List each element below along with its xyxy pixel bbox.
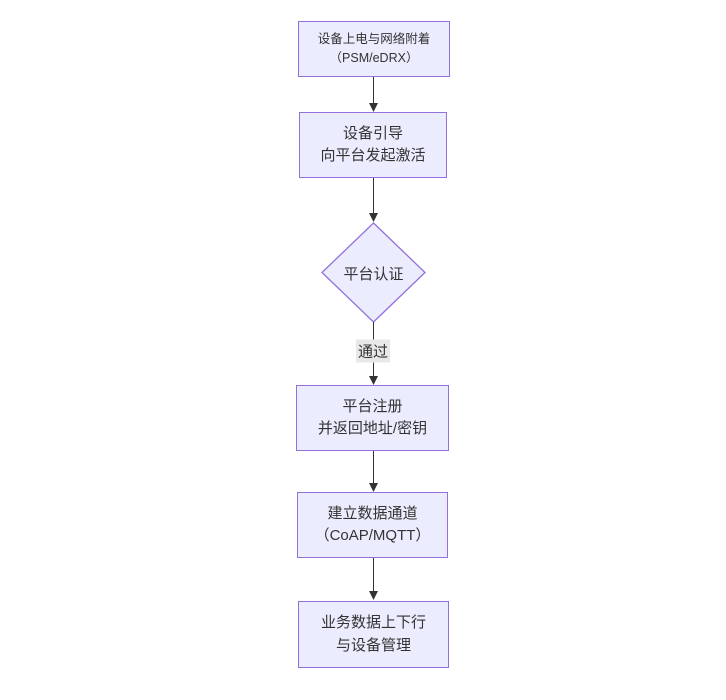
- node-power-attach: 设备上电与网络附着 （PSM/eDRX）: [298, 21, 450, 77]
- arrowhead-icon: [369, 213, 378, 222]
- node-label-line: 与设备管理: [335, 636, 411, 654]
- node-label-line: 平台注册: [342, 397, 403, 415]
- node-label-line: 业务数据上下行: [320, 614, 426, 631]
- arrowhead-icon: [369, 591, 378, 600]
- node-auth-label: 平台认证: [343, 266, 404, 283]
- node-label-line: （PSM/eDRX）: [329, 51, 419, 65]
- node-label-line: 设备引导: [342, 124, 403, 142]
- node-business-data: 业务数据上下行 与设备管理: [298, 601, 449, 668]
- node-data-channel: 建立数据通道 （CoAP/MQTT）: [297, 492, 448, 558]
- node-register: 平台注册 并返回地址/密钥: [296, 385, 449, 451]
- node-label-line: （CoAP/MQTT）: [314, 527, 431, 544]
- node-bootstrap: 设备引导 向平台发起激活: [299, 112, 447, 178]
- node-label-line: 向平台发起激活: [320, 147, 426, 164]
- arrowhead-icon: [369, 103, 378, 112]
- node-label-line: 并返回地址/密钥: [317, 420, 428, 437]
- node-label-line: 设备上电与网络附着: [317, 32, 431, 47]
- edge-label-pass: 通过: [355, 339, 391, 363]
- arrowhead-icon: [369, 483, 378, 492]
- arrowhead-icon: [369, 376, 378, 385]
- node-label-line: 建立数据通道: [327, 504, 418, 522]
